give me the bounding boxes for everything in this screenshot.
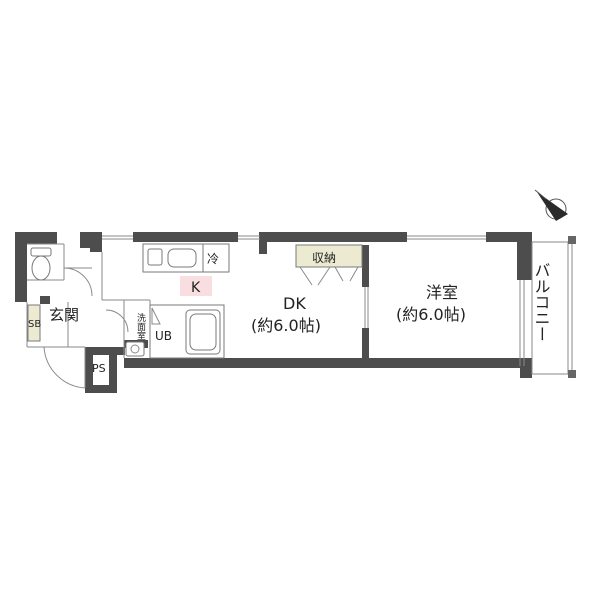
shoe-box	[27, 304, 41, 342]
western-room-name-label: 洋室	[426, 283, 458, 302]
bath-label: UB	[155, 329, 172, 343]
dk-name-label: DK	[283, 294, 306, 313]
kitchen-highlight	[180, 276, 212, 296]
storage	[295, 244, 363, 286]
stove-icon	[167, 248, 197, 268]
walls	[15, 232, 532, 393]
shoe-box-label: SB	[28, 319, 41, 330]
refrigerator-space	[202, 243, 230, 273]
western-room-size-label: (約6.0帖)	[396, 305, 466, 324]
balcony	[531, 236, 576, 378]
dk-size-label: (約6.0帖)	[251, 316, 321, 335]
sink-icon	[147, 248, 163, 266]
genkan-label: 玄関	[49, 306, 79, 324]
kitchen	[142, 243, 230, 296]
balcony-label: バルコニー	[532, 262, 551, 342]
washroom-label: 洗面室	[135, 312, 146, 340]
windows	[102, 235, 525, 366]
storage-label: 収納	[312, 251, 336, 265]
bathtub-icon	[185, 309, 221, 355]
pipe-space-label: PS	[92, 362, 106, 375]
entrance-area	[26, 302, 86, 389]
refrigerator-label: 冷	[207, 252, 219, 266]
unit-bath	[149, 304, 225, 359]
north-arrow-icon	[534, 189, 568, 221]
kitchen-label: K	[191, 280, 201, 296]
toilet-room	[27, 243, 93, 297]
wash-basin-icon	[125, 341, 145, 357]
toilet-icon	[30, 247, 52, 281]
